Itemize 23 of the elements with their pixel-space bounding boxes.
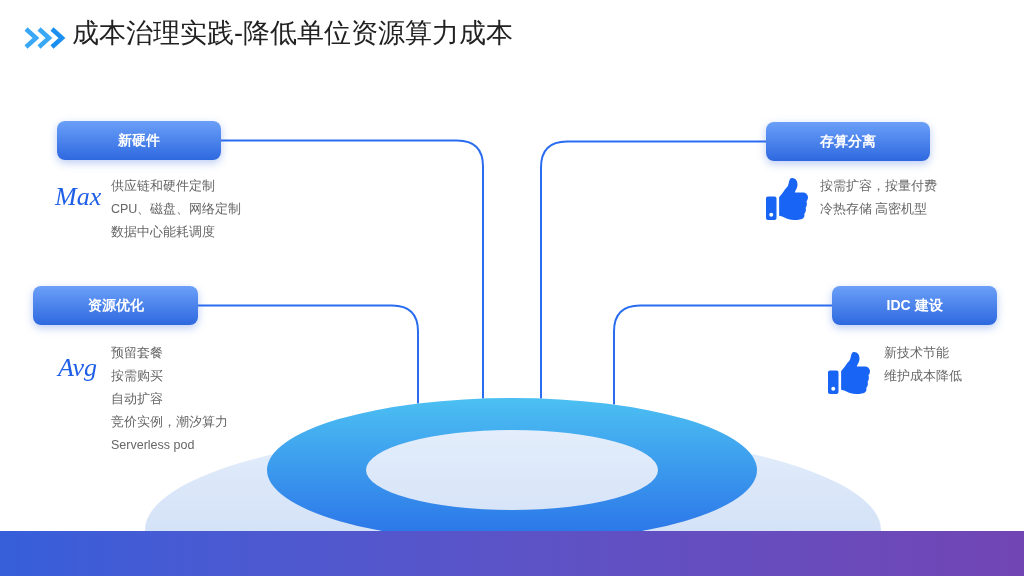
connector-line <box>220 139 484 400</box>
connector-line <box>540 140 767 400</box>
bullet-text: 竞价实例，潮汐算力 <box>111 414 228 431</box>
category-header: IDC 建设 <box>832 286 997 325</box>
bullet-text: 数据中心能耗调度 <box>111 224 216 241</box>
connector-line <box>613 304 833 406</box>
bullet-text: 供应链和硬件定制 <box>111 178 216 195</box>
bullet-text: 自动扩容 <box>111 391 164 408</box>
bullet-text: 维护成本降低 <box>884 368 962 385</box>
bullet-text: 按需扩容，按量付费 <box>820 178 937 195</box>
category-header: 存算分离 <box>766 122 930 161</box>
bullet-text: CPU、磁盘、网络定制 <box>111 201 242 218</box>
bullet-text: Serverless pod <box>111 437 196 454</box>
bullet-text: 预留套餐 <box>111 345 164 362</box>
bullet-text: 冷热存储 高密机型 <box>820 201 929 218</box>
category-header: 新硬件 <box>57 121 221 160</box>
connector-line <box>197 304 419 405</box>
metric-label: Avg <box>58 355 97 381</box>
bullet-text: 按需购买 <box>111 368 164 385</box>
bullet-text: 新技术节能 <box>884 345 950 362</box>
metric-label: Max <box>55 184 102 210</box>
slide-title: 成本治理实践-降低单位资源算力成本 <box>72 20 513 47</box>
category-header: 资源优化 <box>33 286 198 325</box>
